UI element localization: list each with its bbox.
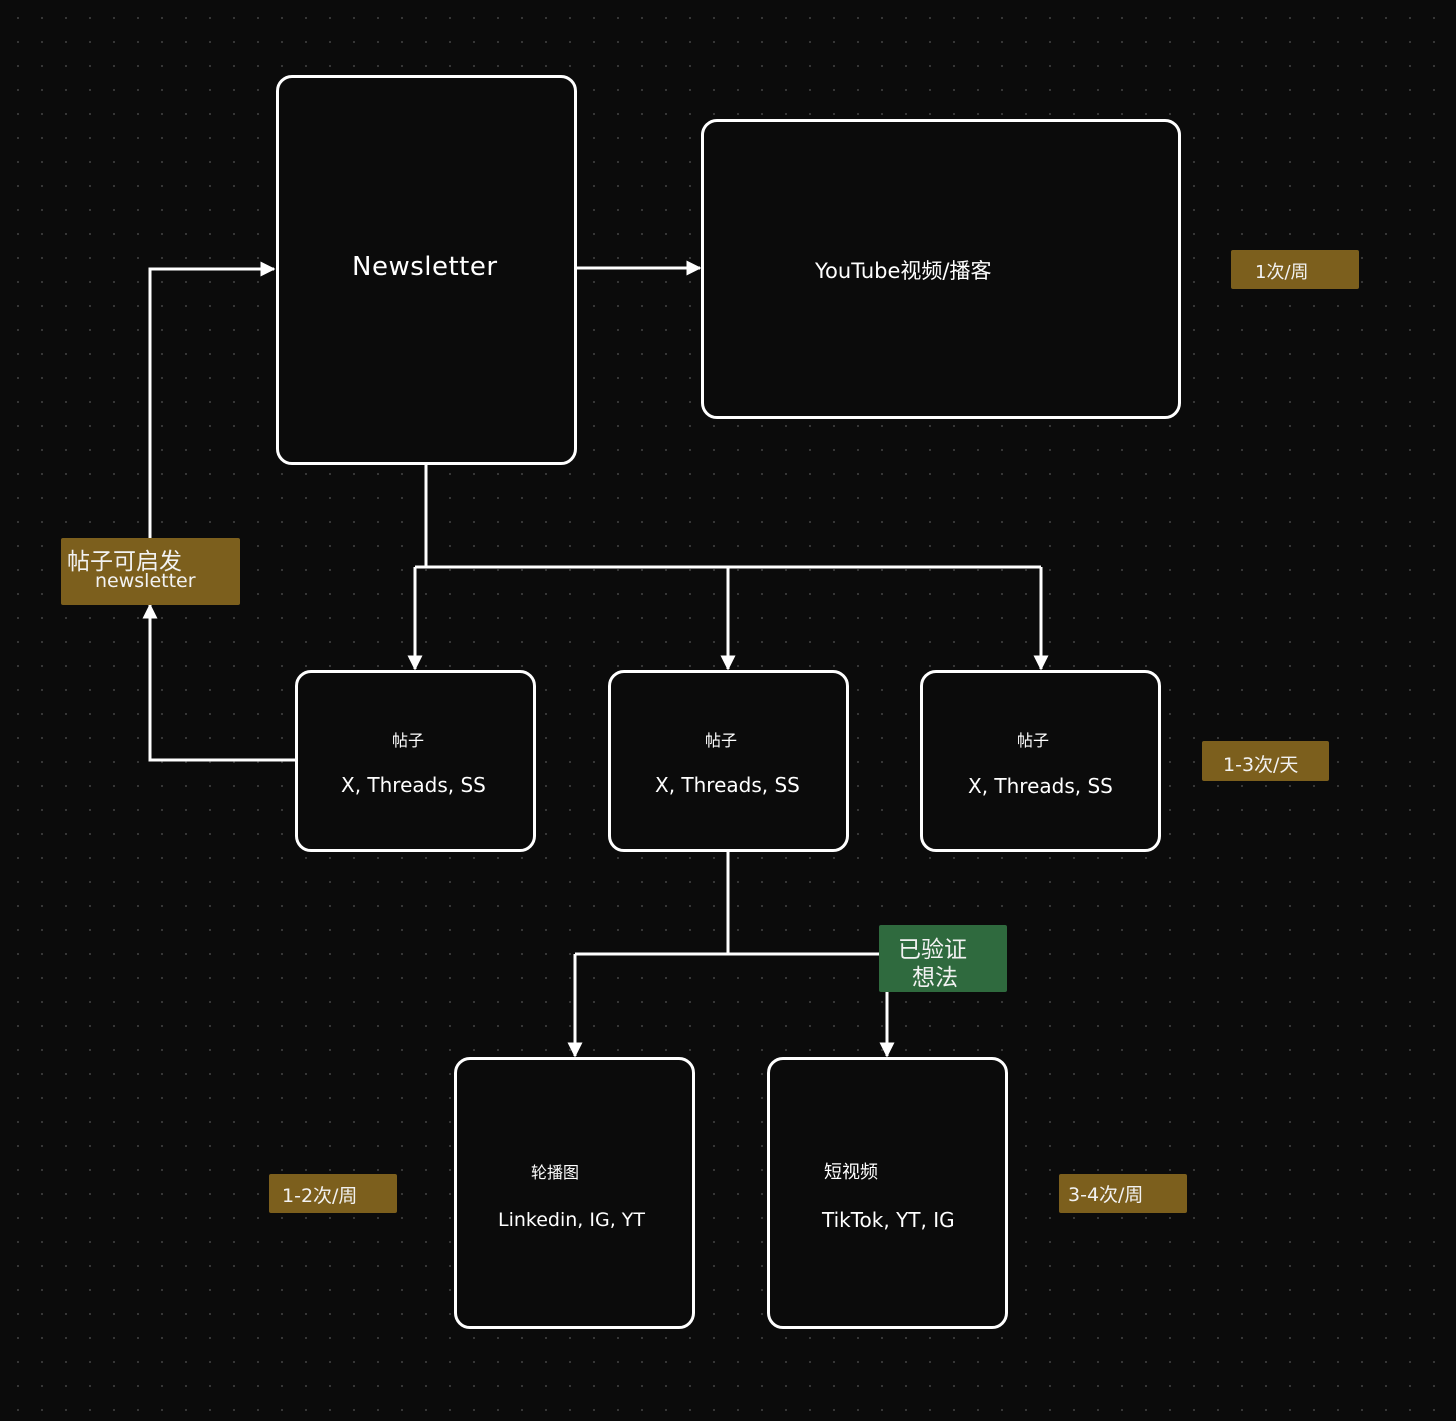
node-post-3[interactable]: 帖子 X, Threads, SS xyxy=(920,670,1161,852)
edge-inspire-tag-to-newsletter xyxy=(148,261,276,538)
tag-validated-line-1: 已验证 xyxy=(898,937,967,963)
node-post-1-platforms: X, Threads, SS xyxy=(341,773,486,797)
tag-short-video-frequency[interactable]: 3-4次/周 xyxy=(1059,1174,1187,1213)
node-post-2-platforms: X, Threads, SS xyxy=(655,773,800,797)
node-carousel-platforms: Linkedin, IG, YT xyxy=(498,1209,645,1231)
tag-inspire-line-1: 帖子可启发 xyxy=(67,549,182,575)
tag-inspire-line-2: newsletter xyxy=(95,570,196,592)
node-newsletter-title: Newsletter xyxy=(352,252,498,282)
node-short-video-platforms: TikTok, YT, IG xyxy=(822,1208,955,1232)
edge-post1-to-inspire-tag xyxy=(142,603,296,762)
node-carousel[interactable]: 轮播图 Linkedin, IG, YT xyxy=(454,1057,695,1329)
node-short-video[interactable]: 短视频 TikTok, YT, IG xyxy=(767,1057,1008,1329)
node-youtube-title: YouTube视频/播客 xyxy=(815,259,992,283)
node-post-3-platforms: X, Threads, SS xyxy=(968,774,1113,798)
node-post-2-type: 帖子 xyxy=(705,731,738,750)
node-post-3-type: 帖子 xyxy=(1017,731,1050,750)
tag-carousel-frequency-label: 1-2次/周 xyxy=(282,1185,358,1207)
tag-post-frequency-label: 1-3次/天 xyxy=(1223,754,1299,776)
node-post-1-type: 帖子 xyxy=(392,731,425,750)
tag-posts-inspire-newsletter[interactable]: 帖子可启发 newsletter xyxy=(61,538,240,605)
tag-short-video-frequency-label: 3-4次/周 xyxy=(1068,1184,1144,1206)
tag-youtube-frequency-label: 1次/周 xyxy=(1255,262,1309,283)
node-carousel-type: 轮播图 xyxy=(531,1163,580,1182)
tag-validated-idea[interactable]: 已验证 想法 xyxy=(879,925,1007,992)
node-newsletter[interactable]: Newsletter xyxy=(276,75,577,465)
tag-validated-line-2: 想法 xyxy=(912,965,958,991)
node-post-2[interactable]: 帖子 X, Threads, SS xyxy=(608,670,849,852)
node-short-video-type: 短视频 xyxy=(824,1162,878,1183)
node-youtube[interactable]: YouTube视频/播客 xyxy=(701,119,1181,419)
tag-carousel-frequency[interactable]: 1-2次/周 xyxy=(269,1174,397,1213)
tag-youtube-frequency[interactable]: 1次/周 xyxy=(1231,250,1359,289)
node-post-1[interactable]: 帖子 X, Threads, SS xyxy=(295,670,536,852)
tag-post-frequency[interactable]: 1-3次/天 xyxy=(1202,741,1329,781)
